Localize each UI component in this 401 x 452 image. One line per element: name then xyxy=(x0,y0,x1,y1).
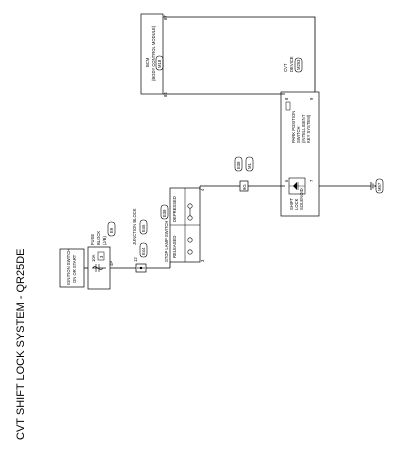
stoplamp-depressed: DEPRESSED xyxy=(172,196,177,222)
fuse-number: 3 xyxy=(99,255,104,258)
solenoid-label-3: SOLENOID xyxy=(299,188,304,210)
fuse-label-1: FUSE xyxy=(90,234,95,245)
cvt-pin-6: 6 xyxy=(284,179,289,182)
ground-label: M57 xyxy=(377,182,382,191)
switch-contact-icon xyxy=(187,203,193,209)
stoplamp-connector: E38 xyxy=(162,209,167,217)
stoplamp-connector-badge xyxy=(160,204,169,220)
fuse-block: FUSE BLOCK (J/B) E9 10A 3 4P xyxy=(87,221,116,290)
stoplamp-pin-3: 3 xyxy=(200,259,205,262)
park-switch-icon xyxy=(285,101,291,111)
switch-contact-icon xyxy=(187,215,193,221)
cvt-pin-9: 9 xyxy=(309,97,314,100)
page-title: CVT SHIFT LOCK SYSTEM - QR25DE xyxy=(15,248,27,440)
stop-lamp-switch: STOP LAMP SWITCH E38 RELEASED DEPRESSED … xyxy=(160,187,205,263)
junction-connector-a-badge xyxy=(139,242,148,258)
park-label-3: (INTELLIGENT xyxy=(301,114,306,143)
cvt-connector: M253 xyxy=(296,59,301,70)
bcm-connector-badge xyxy=(155,55,164,71)
splice-connector-a-badge xyxy=(234,156,243,172)
junction-pin: 12 xyxy=(133,257,138,262)
bcm-module: BCM (BODY CONTROL MODULE) M18 87 84 xyxy=(140,13,168,97)
switch-contact-icon xyxy=(187,249,193,255)
fuse-label-2: BLOCK xyxy=(96,231,101,245)
splice-connector: 9G E38 M1 xyxy=(234,156,254,192)
cvt-device: CVT DEVICE M253 8 9 PARK POSITION SWITCH… xyxy=(280,56,320,217)
fuse-connector-label: E9 xyxy=(109,227,114,233)
fuse-pin: 4P xyxy=(109,261,114,266)
cvt-connector-badge xyxy=(294,57,303,73)
bcm-label-2: (BODY CONTROL MODULE) xyxy=(151,25,156,81)
solenoid-label-2: LOCK xyxy=(294,198,299,210)
switch-contact-icon xyxy=(187,237,193,243)
stoplamp-released: RELEASED xyxy=(172,236,177,258)
junction-block: 12 JUNCTION BLOCK E44 E46 xyxy=(132,208,148,273)
park-label-4: KEY SYSTEM) xyxy=(306,114,311,143)
stoplamp-label: STOP LAMP SWITCH xyxy=(164,221,169,262)
cvt-label-2: DEVICE xyxy=(289,56,294,72)
ground-icon xyxy=(370,182,376,190)
junction-connector-b: E46 xyxy=(141,224,146,232)
bcm-label-1: BCM xyxy=(145,57,150,67)
splice-connector-b-badge xyxy=(245,156,254,172)
splice-connector-a: E38 xyxy=(236,161,241,169)
ignition-switch: IGNITION SWITCH ON OR START xyxy=(59,248,85,288)
fuse-icon xyxy=(95,264,100,272)
junction-connector-a: E44 xyxy=(141,247,146,255)
cvt-label-1: CVT xyxy=(283,63,288,72)
fuse-connector-badge xyxy=(107,221,116,237)
ignition-label-1: IGNITION SWITCH xyxy=(66,249,71,285)
solenoid-label-1: SHIFT xyxy=(289,197,294,210)
splice-connector-b: M1 xyxy=(247,163,252,169)
cvt-pin-8: 8 xyxy=(284,97,289,100)
fuse-label-3: (J/B) xyxy=(102,236,107,245)
solenoid-icon xyxy=(288,177,306,195)
splice-pin: 9G xyxy=(242,184,247,190)
ignition-label-2: ON OR START xyxy=(72,254,77,283)
ground-badge xyxy=(375,178,384,194)
junction-connector-b-badge xyxy=(139,219,148,235)
park-label-1: PARK POSITION xyxy=(291,111,296,143)
fuse-rating: 10A xyxy=(91,254,96,262)
cvt-pin-7: 7 xyxy=(309,179,314,182)
bcm-connector: M18 xyxy=(157,59,162,68)
stoplamp-pin-4: 4 xyxy=(200,188,205,191)
park-label-2: SWITCH xyxy=(296,126,301,143)
junction-label: JUNCTION BLOCK xyxy=(132,208,137,245)
wire-bcm-87 xyxy=(163,16,316,92)
